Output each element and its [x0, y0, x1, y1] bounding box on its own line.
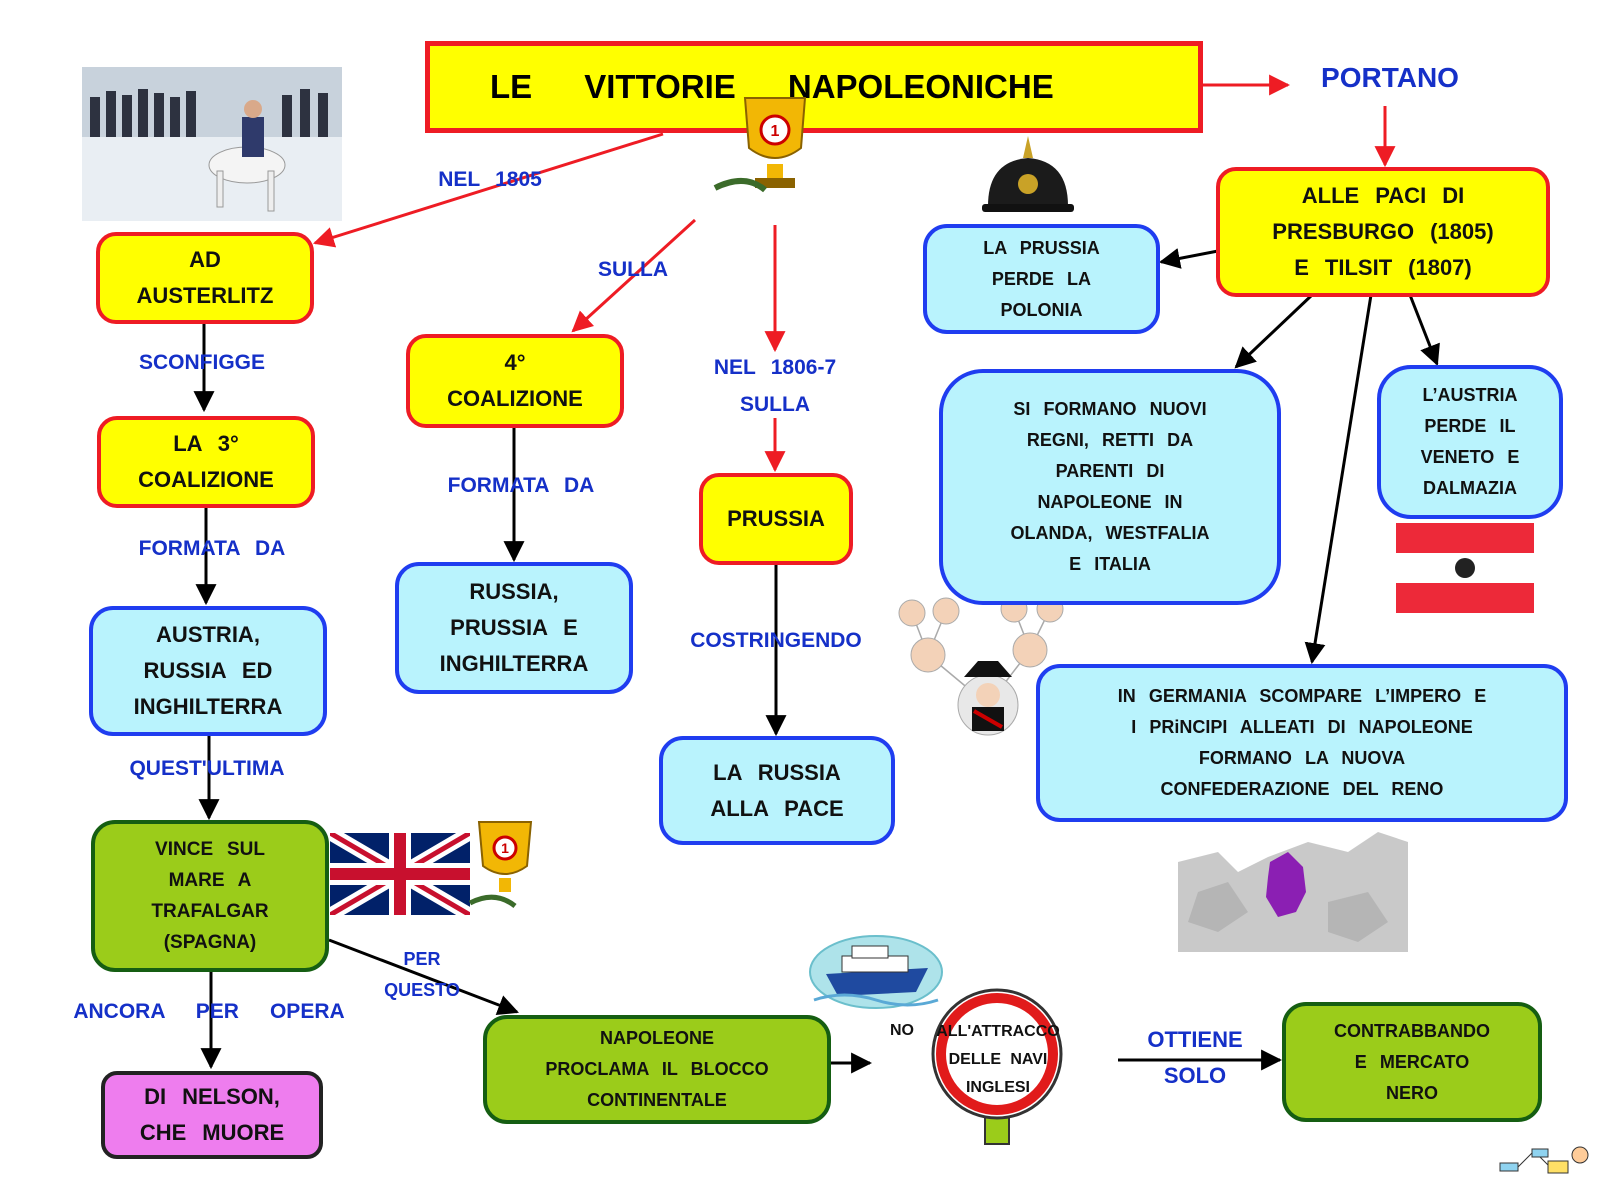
- label-no: NO: [890, 1022, 914, 1039]
- node-quarta-coalizione: 4° COALIZIONE: [406, 334, 624, 428]
- label-per-questo: PER QUESTO: [384, 949, 460, 1000]
- node-paci-presburgo-tilsit: ALLE PACI DI PRESBURGO (1805) E TILSIT (…: [1216, 167, 1550, 297]
- trophy-icon: 1: [468, 821, 533, 909]
- battle-photo: [82, 67, 342, 221]
- node-austerlitz: AD AUSTERLITZ: [96, 232, 314, 324]
- svg-text:1: 1: [771, 123, 780, 140]
- label-nel-1806-7-sulla: NEL 1806-7 SULLA: [713, 356, 837, 416]
- no-entry-sign-icon: [931, 988, 1063, 1145]
- svg-text:1: 1: [501, 840, 509, 856]
- node-russia-prussia-inghilterra: RUSSIA, PRUSSIA E INGHILTERRA: [395, 562, 633, 694]
- label-sconfigge: SCONFIGGE: [138, 351, 265, 374]
- label-quest-ultima: QUEST'ULTIMA: [129, 757, 285, 780]
- node-prussia-perde-polonia: LA PRUSSIA PERDE LA POLONIA: [923, 224, 1160, 334]
- node-germania-confederazione: IN GERMANIA SCOMPARE L’IMPERO E I PRiNCI…: [1036, 664, 1568, 822]
- label-costringendo: COSTRINGENDO: [690, 629, 862, 652]
- trophy-icon: 1: [713, 97, 807, 193]
- label-formata-da: FORMATA DA: [138, 537, 286, 560]
- node-nuovi-regni: SI FORMANO NUOVI REGNI, RETTI DA PARENTI…: [939, 369, 1281, 605]
- node-austria-russia-inghilterra: AUSTRIA, RUSSIA ED INGHILTERRA: [89, 606, 327, 736]
- label-nel-1805: NEL 1805: [438, 168, 542, 191]
- label-ottiene-solo: OTTIENE SOLO: [1147, 1027, 1243, 1088]
- node-contrabbando: CONTRABBANDO E MERCATO NERO: [1282, 1002, 1542, 1122]
- node-trafalgar: VINCE SUL MARE A TRAFALGAR (SPAGNA): [91, 820, 329, 972]
- europe-map-icon: [1178, 822, 1408, 952]
- label-formata-da: FORMATA DA: [447, 474, 595, 497]
- label-attracco-navi-inglesi: ALL'ATTRACCO DELLE NAVI INGLESI: [936, 1023, 1060, 1096]
- prussian-helmet-icon: [982, 136, 1074, 212]
- node-austria-perde-veneto: L’AUSTRIA PERDE IL VENETO E DALMAZIA: [1377, 365, 1563, 519]
- node-terza-coalizione: LA 3° COALIZIONE: [97, 416, 315, 508]
- austria-flag-icon: [1396, 523, 1534, 613]
- label-ancora-per-opera: ANCORA PER OPERA: [73, 1000, 345, 1023]
- node-blocco-continentale: NAPOLEONE PROCLAMA IL BLOCCO CONTINENTAL…: [483, 1015, 831, 1124]
- map-title: LE VITTORIE NAPOLEONICHE: [425, 41, 1203, 133]
- label-portano: PORTANO: [1321, 62, 1459, 93]
- node-prussia: PRUSSIA: [699, 473, 853, 565]
- label-sulla: SULLA: [598, 258, 668, 281]
- uk-flag-icon: [330, 833, 470, 915]
- arrow-sulla-coalizione: [571, 218, 697, 333]
- logo-icon: [1499, 1146, 1589, 1174]
- ship-icon: [809, 935, 943, 1009]
- arrow-title-austerlitz: [312, 132, 664, 248]
- node-russia-alla-pace: LA RUSSIA ALLA PACE: [659, 736, 895, 845]
- node-nelson: DI NELSON, CHE MUORE: [101, 1071, 323, 1159]
